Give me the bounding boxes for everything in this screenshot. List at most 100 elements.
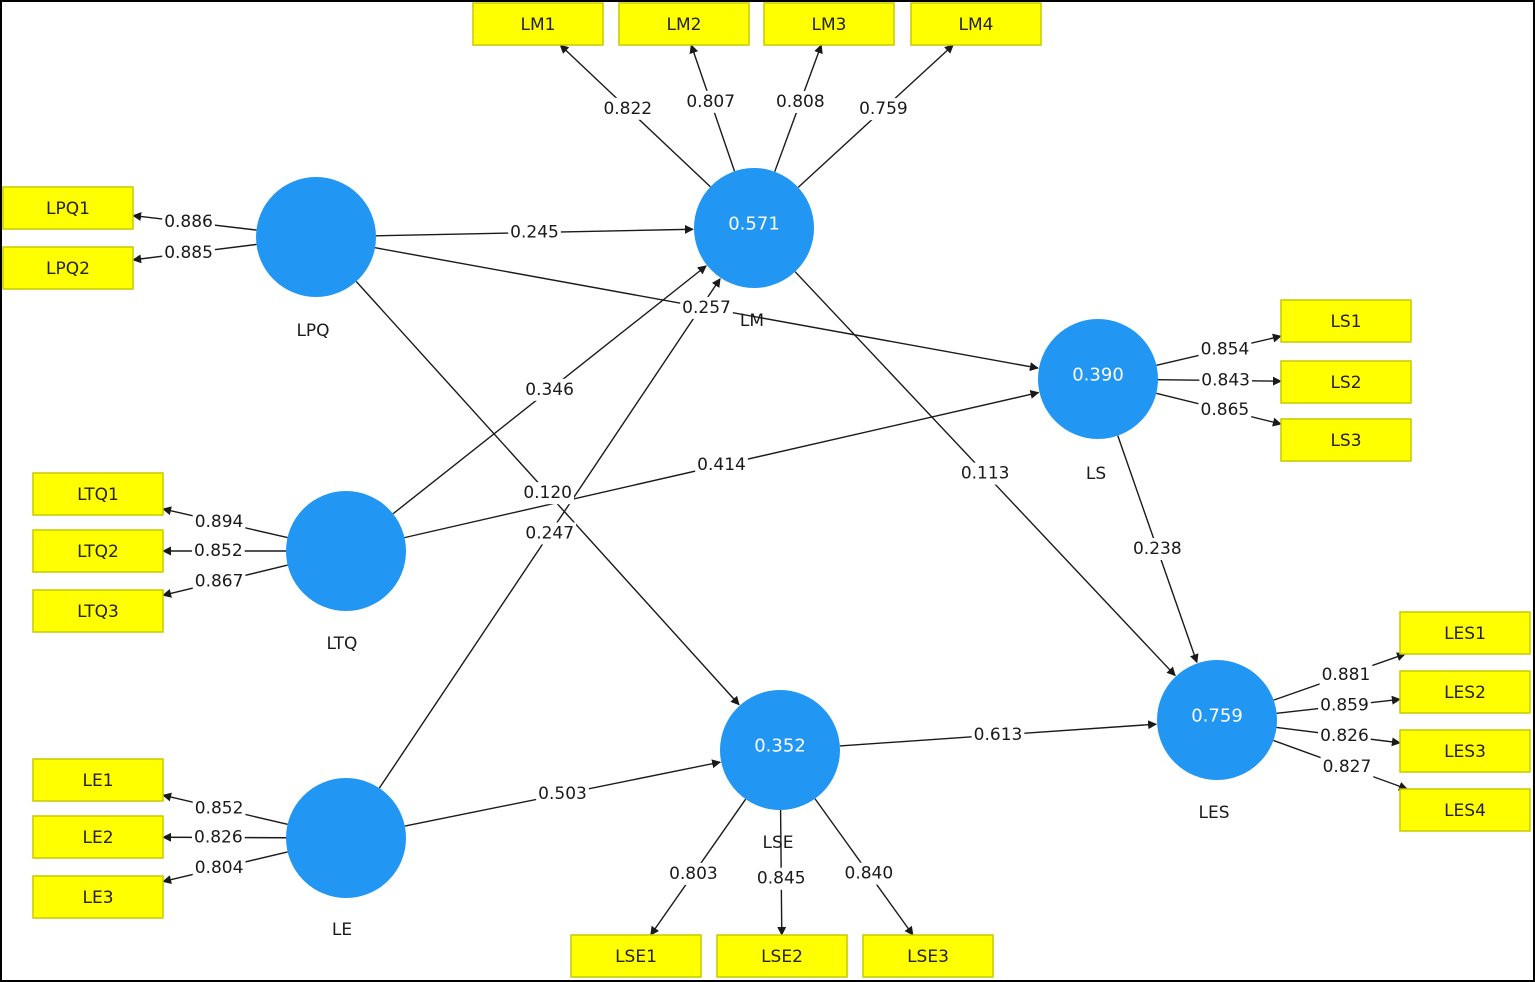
loading-ls3-group: 0.865 <box>1198 399 1252 422</box>
indicator-ls3[interactable]: LS3 <box>1280 418 1412 462</box>
path-coef-lpq-lm-bg <box>508 221 561 244</box>
indicator-box <box>472 2 604 46</box>
loading-les4-group: 0.827 <box>1320 756 1374 779</box>
construct-lpq[interactable]: LPQ <box>256 177 376 341</box>
loading-lm2: 0.807 <box>686 92 735 112</box>
construct-name: LPQ <box>296 321 329 341</box>
indicator-les3[interactable]: LES3 <box>1399 729 1531 773</box>
construct-name: LE <box>332 920 352 940</box>
loading-les1-bg <box>1319 663 1373 686</box>
loading-les2-group: 0.859 <box>1318 694 1371 717</box>
indicator-lse1[interactable]: LSE1 <box>570 934 702 978</box>
loading-ltq3: 0.867 <box>195 572 244 592</box>
indicator-label: LM2 <box>667 15 702 35</box>
indicator-lm1[interactable]: LM1 <box>472 2 604 46</box>
indicator-box <box>716 934 848 978</box>
construct-ltq[interactable]: LTQ <box>286 491 406 654</box>
loading-lm3-bg <box>773 91 827 114</box>
indicator-label: LTQ1 <box>77 485 119 505</box>
loading-les3: 0.826 <box>1320 726 1369 746</box>
indicator-label: LE2 <box>82 828 113 848</box>
indicator-label: LTQ2 <box>77 542 119 562</box>
indicator-ltq1[interactable]: LTQ1 <box>32 472 164 516</box>
loading-ls2-group: 0.843 <box>1199 369 1252 392</box>
loading-lm1-group: 0.822 <box>601 97 655 120</box>
indicator-box <box>32 815 164 859</box>
loading-lpq1-group: 0.886 <box>162 211 215 234</box>
indicator-label: LPQ2 <box>46 259 90 279</box>
indicator-les4[interactable]: LES4 <box>1399 788 1531 832</box>
path-coef-lm-les-bg <box>958 462 1012 485</box>
indicator-le1[interactable]: LE1 <box>32 758 164 802</box>
path-coef-ltq-lm-group: 0.346 <box>523 378 576 401</box>
indicator-les2[interactable]: LES2 <box>1399 670 1531 714</box>
indicator-box <box>32 875 164 919</box>
path-coef-ltq-lm: 0.346 <box>525 380 574 400</box>
loading-lm4-group: 0.759 <box>857 98 910 121</box>
indicator-box <box>32 758 164 802</box>
path-coef-lpq-lse-group: 0.120 <box>521 482 575 505</box>
construct-name: LTQ <box>327 634 358 654</box>
indicator-lse3[interactable]: LSE3 <box>862 934 994 978</box>
indicator-les1[interactable]: LES1 <box>1399 611 1531 655</box>
loading-ls3-bg <box>1198 399 1252 422</box>
construct-circle <box>286 778 406 898</box>
loading-lse2-group: 0.845 <box>754 867 808 890</box>
indicator-ls2[interactable]: LS2 <box>1280 360 1412 404</box>
path-coef-lse-les-group: 0.613 <box>971 724 1025 747</box>
indicator-lm3[interactable]: LM3 <box>763 2 895 46</box>
indicator-le2[interactable]: LE2 <box>32 815 164 859</box>
loading-lse3-group: 0.840 <box>842 862 896 885</box>
indicator-label: LM3 <box>812 15 847 35</box>
indicator-box <box>618 2 750 46</box>
loading-le2: 0.826 <box>194 827 243 847</box>
loading-lpq2: 0.885 <box>164 243 213 263</box>
indicator-lpq2[interactable]: LPQ2 <box>2 246 134 290</box>
loading-ltq2-group: 0.852 <box>192 540 245 562</box>
construct-circle <box>1038 319 1158 439</box>
indicator-label: LES4 <box>1444 801 1486 821</box>
indicator-lse2[interactable]: LSE2 <box>716 934 848 978</box>
indicator-le3[interactable]: LE3 <box>32 875 164 919</box>
loading-le1-group: 0.852 <box>192 797 246 820</box>
indicator-lm2[interactable]: LM2 <box>618 2 750 46</box>
indicator-ltq3[interactable]: LTQ3 <box>32 589 164 633</box>
construct-r-squared: 0.390 <box>1072 365 1124 386</box>
loading-lm4: 0.759 <box>859 99 908 119</box>
indicator-label: LE3 <box>82 888 113 908</box>
loading-lse2: 0.845 <box>757 869 806 889</box>
path-coef-ltq-ls-bg <box>695 454 748 477</box>
construct-circle <box>694 168 814 288</box>
indicator-lpq1[interactable]: LPQ1 <box>2 186 134 230</box>
indicator-box <box>1399 729 1531 773</box>
loading-ltq3-bg <box>192 570 246 593</box>
loading-lm3: 0.808 <box>776 92 825 112</box>
loading-les3-group: 0.826 <box>1318 724 1371 747</box>
loading-lm1: 0.822 <box>603 99 652 119</box>
loading-lse3-bg <box>842 862 896 885</box>
indicator-lm4[interactable]: LM4 <box>910 2 1042 46</box>
path-coef-lpq-lm-group: 0.245 <box>508 221 561 244</box>
loading-le3-bg <box>192 857 246 880</box>
loading-lm1-bg <box>601 97 655 120</box>
indicator-ls1[interactable]: LS1 <box>1280 299 1412 343</box>
indicator-label: LES1 <box>1444 624 1486 644</box>
path-coef-lpq-lm: 0.245 <box>510 223 559 243</box>
indicator-box <box>763 2 895 46</box>
indicator-box <box>1399 670 1531 714</box>
indicator-label: LSE2 <box>761 947 803 967</box>
indicator-label: LS2 <box>1330 373 1361 393</box>
indicator-label: LS1 <box>1330 312 1361 332</box>
construct-name: LM <box>740 311 764 331</box>
indicator-label: LE1 <box>82 771 113 791</box>
indicator-label: LS3 <box>1330 431 1361 451</box>
construct-le[interactable]: LE <box>286 778 406 940</box>
loading-le2-group: 0.826 <box>192 826 245 849</box>
indicator-ltq2[interactable]: LTQ2 <box>32 529 164 573</box>
